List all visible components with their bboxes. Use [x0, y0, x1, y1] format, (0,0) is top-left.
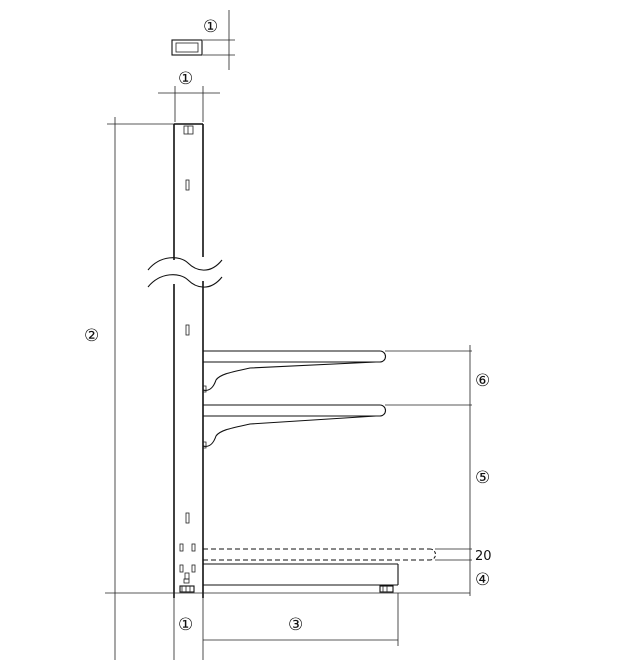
upper-spacing-label: ⑥	[475, 371, 490, 391]
post-width-dimension	[158, 86, 220, 122]
vertical-post	[173, 123, 204, 598]
bottom-dimensions	[173, 593, 399, 660]
post-width-label: ①	[178, 69, 193, 89]
base-shelf-dashed	[203, 548, 436, 561]
shelf-bracket-upper	[202, 350, 386, 393]
gap-label: 20	[475, 549, 492, 564]
base-height-label: ④	[475, 570, 490, 590]
post-cross-section	[171, 10, 235, 70]
shelf-bracket-lower	[202, 404, 386, 449]
depth-label: ③	[288, 615, 303, 635]
height-label: ②	[84, 326, 99, 346]
break-symbol	[147, 257, 223, 288]
base-unit	[203, 563, 399, 593]
right-dimensions	[385, 345, 472, 596]
cross-section-dimension-label: ①	[203, 17, 218, 37]
height-dimension	[107, 117, 174, 660]
bottom-width-label: ①	[178, 615, 193, 635]
lower-spacing-label: ⑤	[475, 468, 490, 488]
